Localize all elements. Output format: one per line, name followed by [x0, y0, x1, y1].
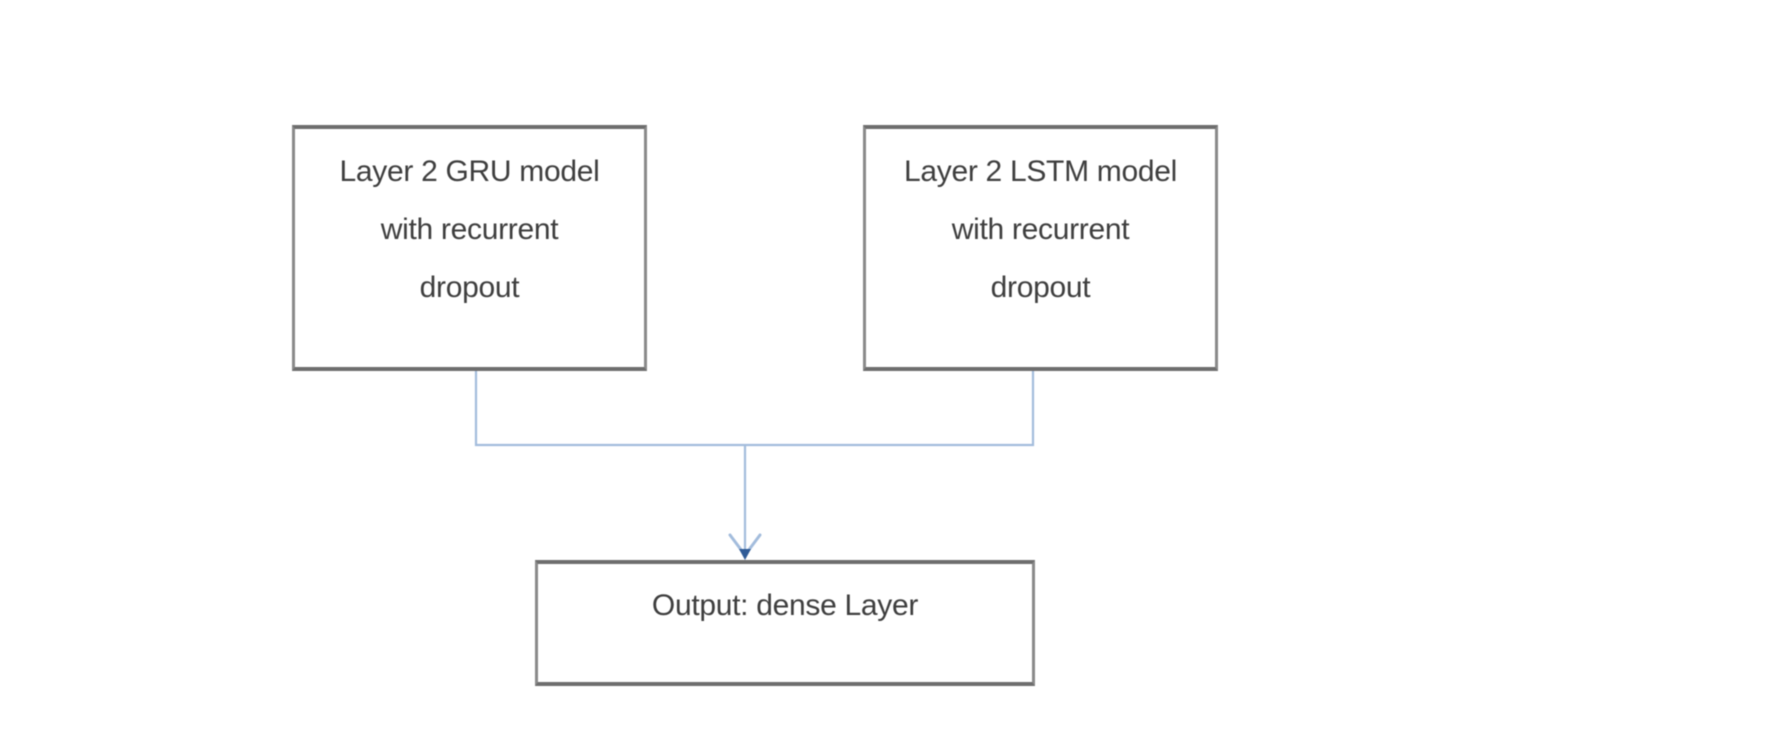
node-label-line: with recurrent — [380, 213, 559, 246]
node-label-line: Layer 2 GRU model — [339, 155, 600, 188]
node-output-dense-layer: Output: dense Layer — [535, 560, 1035, 686]
node-label-line: dropout — [419, 271, 520, 304]
arrowhead-tip — [739, 549, 751, 560]
node-label-line: with recurrent — [951, 213, 1130, 246]
arrowhead-down-icon — [728, 533, 762, 558]
node-gru-label: Layer 2 GRU model with recurrent dropout — [295, 129, 644, 317]
node-label-line: dropout — [990, 271, 1091, 304]
node-gru-model: Layer 2 GRU model with recurrent dropout — [292, 125, 647, 371]
node-lstm-label: Layer 2 LSTM model with recurrent dropou… — [866, 129, 1215, 317]
edge-merge-line — [474, 371, 1035, 447]
node-lstm-model: Layer 2 LSTM model with recurrent dropou… — [863, 125, 1218, 371]
node-output-label: Output: dense Layer — [651, 589, 919, 622]
node-label-line: Layer 2 LSTM model — [903, 155, 1178, 188]
